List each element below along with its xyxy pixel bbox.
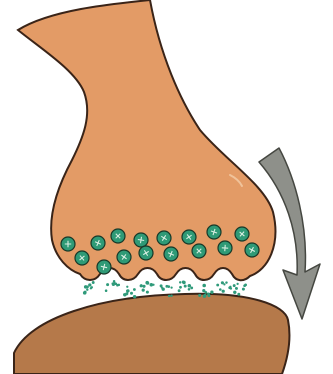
vesicle: [75, 251, 89, 265]
neurotransmitter-dot: [236, 283, 238, 285]
vesicle: [245, 243, 259, 257]
vesicle: [139, 246, 153, 260]
neurotransmitter-dot: [152, 284, 154, 286]
neurotransmitter-dot: [203, 294, 206, 297]
neurotransmitter-dot: [228, 286, 231, 289]
vesicle: [111, 229, 125, 243]
neurotransmitter-dot: [188, 288, 191, 291]
neurotransmitter-dot: [112, 283, 115, 286]
neurotransmitter-dot: [216, 284, 219, 287]
neurotransmitter-dot: [105, 289, 108, 292]
vesicle: [61, 237, 75, 251]
neurotransmitter-dot: [126, 286, 128, 288]
neurotransmitter-dot: [161, 287, 163, 289]
vesicle: [134, 233, 148, 247]
vesicle: [218, 241, 232, 255]
vesicle: [157, 231, 171, 245]
neurotransmitter-dot: [170, 286, 172, 288]
neurotransmitter-dot: [142, 289, 145, 292]
vesicle: [91, 236, 105, 250]
neurotransmitter-dot: [225, 281, 227, 283]
neurotransmitter-dot: [233, 284, 236, 287]
neurotransmitter-dot: [188, 284, 192, 288]
vesicle: [164, 247, 178, 261]
neurotransmitter-dot: [88, 283, 91, 286]
neurotransmitter-dot: [179, 281, 181, 283]
neurotransmitter-dot: [133, 288, 136, 291]
vesicle: [207, 225, 221, 239]
neurotransmitter-dot: [182, 280, 185, 283]
neurotransmitter-dot: [86, 288, 88, 290]
neurotransmitter-dot: [83, 291, 87, 295]
neurotransmitter-dot: [178, 289, 181, 292]
neurotransmitter-dot: [210, 291, 213, 294]
neurotransmitter-dot: [168, 295, 171, 298]
neurotransmitter-dot: [184, 285, 187, 288]
neurotransmitter-dot: [123, 293, 126, 296]
neurotransmitter-dot: [106, 283, 109, 286]
neurotransmitter-dot: [202, 284, 206, 288]
neurotransmitter-dot: [92, 281, 95, 284]
vesicle: [235, 227, 249, 241]
neurotransmitter-dot: [170, 295, 172, 297]
neurotransmitter-dot: [237, 293, 240, 296]
neurotransmitter-dot: [126, 290, 129, 293]
neurotransmitter-dot: [140, 284, 143, 287]
neurotransmitter-dot: [84, 285, 88, 289]
neurotransmitter-dot: [113, 280, 116, 283]
neurotransmitter-dot: [204, 291, 207, 294]
neurotransmitter-dot: [235, 287, 237, 289]
postsynaptic-cell: [14, 294, 289, 374]
neurotransmitter-dot: [221, 281, 224, 284]
vesicle: [192, 244, 206, 258]
neurotransmitter-dot: [198, 294, 201, 297]
neurotransmitter-dot: [142, 285, 145, 288]
neurotransmitter-dot: [130, 292, 133, 295]
neurotransmitter-dot: [91, 286, 93, 288]
neurotransmitter-dot: [179, 286, 182, 289]
neurotransmitter-dot: [233, 291, 236, 294]
vesicle: [97, 260, 111, 274]
neurotransmitter-dot: [190, 287, 193, 290]
neurotransmitter-dot: [222, 290, 225, 293]
neurotransmitter-dot: [116, 284, 119, 287]
neurotransmitter-dot: [219, 288, 222, 291]
neurotransmitter-dot: [244, 284, 247, 287]
neurotransmitter-dot: [133, 295, 136, 298]
neurotransmitter-dot: [146, 281, 149, 284]
neurotransmitter-dot: [167, 285, 170, 288]
vesicle: [182, 230, 196, 244]
neurotransmitter-dot: [146, 291, 149, 294]
neurotransmitter-dot: [242, 288, 245, 291]
neurotransmitter-dot: [207, 293, 210, 296]
vesicle: [117, 250, 131, 264]
